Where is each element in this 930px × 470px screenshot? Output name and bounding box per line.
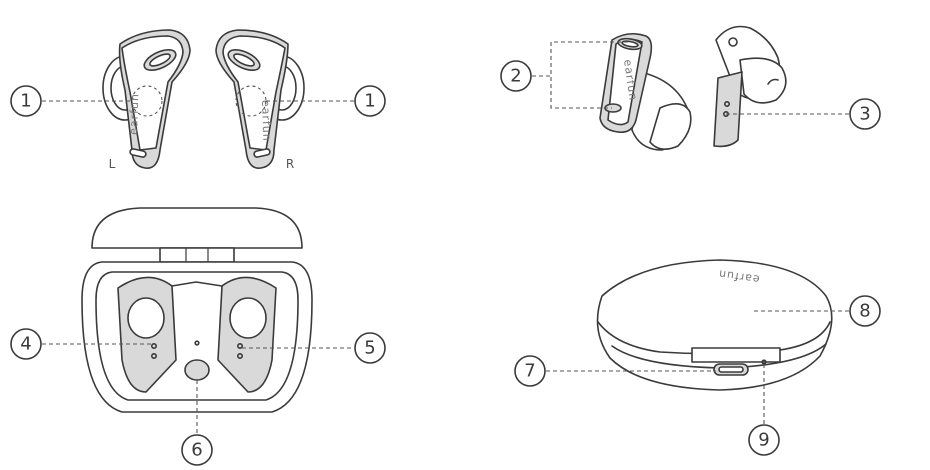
earbud-left-brand: earfun xyxy=(127,93,141,135)
svg-text:6: 6 xyxy=(191,440,202,461)
svg-text:9: 9 xyxy=(758,430,769,451)
svg-text:4: 4 xyxy=(20,334,31,355)
svg-text:1: 1 xyxy=(364,91,375,112)
svg-text:7: 7 xyxy=(524,361,535,382)
left-earbud-label: L xyxy=(109,157,116,171)
earbud-right-front: earfun xyxy=(215,29,305,169)
callout-8: 8 xyxy=(849,295,881,327)
charging-case-open xyxy=(81,207,313,413)
earbud-back-view xyxy=(713,25,787,148)
earbud-side-brand: earfun xyxy=(621,59,640,102)
svg-text:5: 5 xyxy=(364,338,375,359)
right-earbud-label: R xyxy=(286,157,294,171)
svg-text:1: 1 xyxy=(20,91,31,112)
callout-6: 6 xyxy=(181,434,213,466)
callout-1-right: 1 xyxy=(354,85,386,117)
charging-case-closed: earfun xyxy=(596,259,833,391)
callout-7: 7 xyxy=(514,355,546,387)
earbud-right-brand: earfun xyxy=(259,100,273,142)
callout-1-left: 1 xyxy=(10,85,42,117)
callout-5: 5 xyxy=(354,332,386,364)
earbud-side-view: earfun xyxy=(599,32,692,151)
callout-9: 9 xyxy=(748,424,780,456)
svg-text:3: 3 xyxy=(859,104,870,125)
callout-2: 2 xyxy=(500,60,532,92)
svg-text:8: 8 xyxy=(859,301,870,322)
case-brand: earfun xyxy=(717,267,760,286)
callout-4: 4 xyxy=(10,328,42,360)
callout-3: 3 xyxy=(849,98,881,130)
earbud-left-front: earfun xyxy=(102,29,191,169)
svg-text:2: 2 xyxy=(510,66,521,87)
